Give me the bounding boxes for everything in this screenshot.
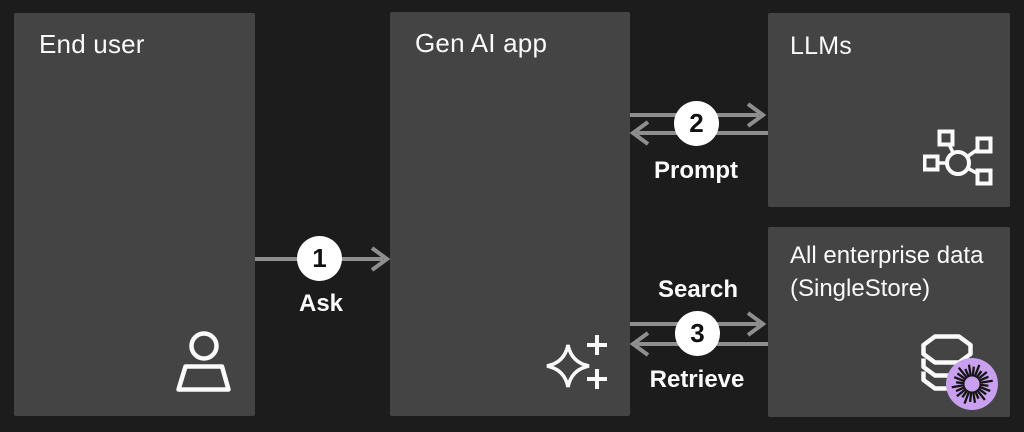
search-label: Search: [657, 276, 739, 303]
ask-label: Ask: [298, 290, 344, 317]
step-2-number: 2: [689, 108, 704, 138]
enterprise-data-title: All enterprise data (SingleStore): [790, 239, 983, 305]
step-3-number: 3: [690, 318, 705, 348]
user-icon: [176, 331, 231, 392]
enterprise-data-title-line2: (SingleStore): [790, 275, 931, 303]
llms-title: LLMs: [790, 32, 852, 60]
retrieve-label: Retrieve: [649, 366, 745, 393]
step-1-number: 1: [312, 243, 327, 273]
llms-box: LLMs: [768, 13, 1010, 207]
enterprise-data-title-line1: All enterprise data: [790, 242, 984, 269]
end-user-title: End user: [39, 29, 145, 59]
end-user-box: End user: [14, 13, 255, 416]
step-2-circle: 2: [674, 101, 719, 146]
gen-ai-app-title: Gen AI app: [415, 28, 548, 58]
singlestore-starburst-icon: [951, 364, 993, 405]
sparkle-icon: [546, 335, 607, 389]
network-nodes-icon: [923, 129, 993, 186]
gen-ai-app-box: Gen AI app: [390, 12, 630, 416]
prompt-label: Prompt: [654, 157, 738, 184]
singlestore-badge: [946, 358, 998, 410]
step-1-circle: 1: [297, 236, 342, 281]
enterprise-data-box: All enterprise data (SingleStore): [768, 227, 1010, 417]
step-3-circle: 3: [675, 311, 720, 356]
